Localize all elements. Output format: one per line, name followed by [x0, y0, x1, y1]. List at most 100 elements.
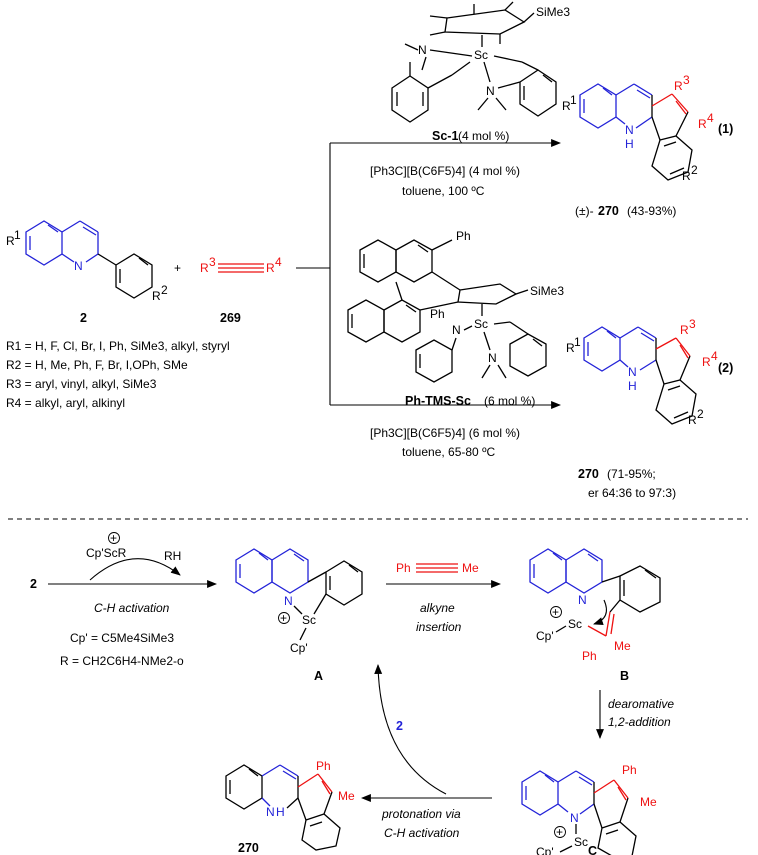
n-atom-left: N [418, 43, 427, 57]
svg-text:1: 1 [574, 335, 581, 349]
svg-text:+: + [556, 825, 563, 839]
quinoline-substrate-2: R 1 N R 2 [6, 220, 168, 303]
svg-text:3: 3 [683, 73, 690, 87]
sc-atom-2: Sc [474, 317, 488, 331]
ph-tms-sc-label: Ph-TMS-Sc [405, 394, 471, 408]
svg-text:+: + [280, 611, 287, 625]
svg-text:2: 2 [697, 407, 704, 421]
c-sc: Sc [574, 835, 588, 849]
alkyne-me: Me [462, 561, 479, 575]
svg-text:2: 2 [161, 283, 168, 297]
b-sc: Sc [568, 617, 582, 631]
eq2-number: (2) [718, 361, 733, 375]
p-nh-h: H [276, 805, 285, 819]
svg-text:R: R [566, 341, 575, 355]
svg-text:3: 3 [209, 255, 216, 269]
product1-prefix: (±)- [575, 204, 594, 218]
sc1-loading: (4 mol %) [458, 129, 509, 143]
mech-step4-2: C-H activation [384, 826, 460, 840]
nh-n-2: N [628, 365, 637, 379]
n-atom-right-2: N [488, 351, 497, 365]
scope-r3: R3 = aryl, vinyl, alkyl, SiMe3 [6, 377, 157, 391]
reaction1-conditions: toluene, 100 ºC [402, 184, 485, 198]
reaction1-activator: [Ph3C][B(C6F5)4] (4 mol %) [370, 164, 520, 178]
scope-r2: R2 = H, Me, Ph, F, Br, I,OPh, SMe [6, 358, 188, 372]
r1-label: R [562, 99, 571, 113]
substrate-r1: R [6, 234, 15, 248]
svg-text:+: + [110, 531, 117, 545]
product-270-eq2: R 1 N H R 3 R 4 R 2 [566, 317, 718, 427]
c-me: Me [640, 795, 657, 809]
svg-text:1: 1 [14, 228, 21, 242]
scope-r1: R1 = H, F, Cl, Br, I, Ph, SiMe3, alkyl, … [6, 339, 230, 353]
mech-regen-2: 2 [396, 719, 403, 733]
nh-n: N [625, 123, 634, 137]
a-n: N [284, 594, 293, 608]
n-atom-left-2: N [452, 323, 461, 337]
svg-text:R: R [266, 261, 275, 275]
product2-number: 270 [578, 467, 599, 481]
plus-sign: + [174, 261, 181, 275]
sc1-label: Sc-1 [432, 129, 458, 143]
intermediate-c-label: C [588, 844, 597, 855]
c-n: N [570, 811, 579, 825]
sc-atom: Sc [474, 48, 488, 62]
substrate-n: N [74, 259, 83, 273]
reaction2-conditions: toluene, 65-80 ºC [402, 445, 495, 459]
a-sc: Sc [302, 613, 316, 627]
sime3-label-2: SiMe3 [530, 284, 564, 298]
p-nh-n: N [266, 805, 275, 819]
r3-label: R [674, 79, 683, 93]
eq1-number: (1) [718, 122, 733, 136]
svg-text:2: 2 [691, 163, 698, 177]
p-me: Me [338, 789, 355, 803]
mech-step2-2: insertion [416, 620, 462, 634]
mech-start-2: 2 [30, 577, 37, 591]
b-cp: Cp' [536, 629, 554, 643]
product1-yield: (43-93%) [627, 204, 676, 218]
svg-text:4: 4 [275, 255, 282, 269]
nh-h-2: H [628, 379, 637, 393]
product2-yield-2: er 64:36 to 97:3) [588, 486, 676, 500]
product-270-mechanism: N H Ph Me [225, 759, 355, 851]
r4-label: R [698, 117, 707, 131]
b-me: Me [614, 639, 631, 653]
svg-text:+: + [552, 605, 559, 619]
svg-text:R: R [702, 355, 711, 369]
substrate-label-2: 2 [80, 311, 87, 325]
n-atom-right: N [486, 84, 495, 98]
ph-label-bottom: Ph [430, 307, 445, 321]
svg-text:3: 3 [689, 317, 696, 331]
intermediate-a-structure: N Sc + Cp' [235, 548, 363, 655]
mech-product-270: 270 [238, 841, 259, 855]
intermediate-a-label: A [314, 669, 323, 683]
mech-step3-2: 1,2-addition [608, 715, 671, 729]
substrate-r2: R [152, 289, 161, 303]
alkyne-269: R 3 R 4 [200, 255, 282, 275]
ph-label-top: Ph [456, 229, 471, 243]
intermediate-c-structure: N Ph Me Sc + Cp' [521, 763, 657, 855]
b-ph: Ph [582, 649, 597, 663]
ph-tms-sc-catalyst-structure: Ph SiMe3 Sc Ph N N [347, 229, 564, 383]
alkyne-label-269: 269 [220, 311, 241, 325]
p-ph: Ph [316, 759, 331, 773]
product1-number: 270 [598, 204, 619, 218]
mech-reagent: Cp'ScR [86, 546, 127, 560]
a-cp: Cp' [290, 641, 308, 655]
sime3-label: SiMe3 [536, 5, 570, 19]
r2-label: R [682, 169, 691, 183]
alkyne-ph: Ph [396, 561, 411, 575]
svg-text:4: 4 [707, 111, 714, 125]
product-270-eq1: R 1 N H R 3 R 4 R 2 [562, 73, 714, 183]
nh-h: H [625, 137, 634, 151]
svg-text:R: R [200, 261, 209, 275]
mech-byproduct: RH [164, 549, 181, 563]
svg-text:R: R [680, 323, 689, 337]
mech-step4-1: protonation via [381, 807, 461, 821]
sc1-catalyst-structure: SiMe3 Sc N N [391, 1, 570, 123]
b-n: N [578, 593, 587, 607]
cp-definition: Cp' = C5Me4SiMe3 [70, 631, 174, 645]
mech-step3-1: dearomative [608, 697, 674, 711]
mech-step1: C-H activation [94, 601, 170, 615]
